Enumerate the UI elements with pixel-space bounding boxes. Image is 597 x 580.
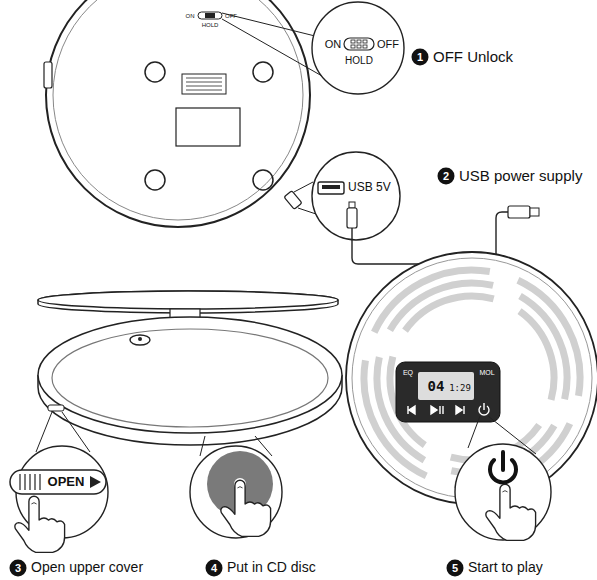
player-open xyxy=(38,291,342,445)
callout-number: 1 xyxy=(412,49,429,66)
battery-panel xyxy=(176,108,240,146)
hold-switch-knob xyxy=(205,13,215,18)
pointing-hand xyxy=(221,480,271,536)
usb-plug xyxy=(508,206,530,218)
zoom-disc xyxy=(190,436,282,538)
step-label: Put in CD disc xyxy=(227,560,316,575)
play-pause-button xyxy=(431,406,443,414)
open-slider xyxy=(10,470,106,494)
switch-label: ON xyxy=(186,13,195,20)
laser-label xyxy=(182,74,226,94)
pointing-hand xyxy=(486,484,536,540)
player-body xyxy=(46,0,310,227)
spindle-center xyxy=(138,337,142,341)
player-rim xyxy=(53,0,303,220)
rubber-foot xyxy=(253,170,273,190)
callout-number: 3 xyxy=(10,560,27,577)
slider-label: OPEN xyxy=(48,475,85,489)
zoom-open xyxy=(10,412,108,552)
player-bottom-view xyxy=(44,0,310,227)
zoom-circle xyxy=(455,444,551,540)
callout-number: 2 xyxy=(438,168,455,185)
zoom-power xyxy=(455,416,551,540)
leader-line xyxy=(222,19,322,76)
switch-label: OFF xyxy=(377,38,399,50)
panel-label: MOL xyxy=(479,369,494,377)
leader-line xyxy=(222,13,315,36)
laser-label-lines xyxy=(186,78,222,90)
rubber-foot xyxy=(145,62,165,82)
open-slider xyxy=(48,405,64,411)
rubber-foot xyxy=(253,62,273,82)
step-label: OFF Unlock xyxy=(433,49,513,66)
base-top xyxy=(38,317,342,433)
step-label: Open upper cover xyxy=(31,560,143,575)
zoom-hold-switch xyxy=(222,2,404,94)
switch-label: HOLD xyxy=(202,22,219,29)
switch-label: ON xyxy=(325,38,342,50)
usb-plug-tip xyxy=(349,202,355,208)
slide-arrow xyxy=(90,476,101,488)
switch-label: OFF xyxy=(225,13,237,20)
usb-port xyxy=(284,191,302,210)
spindle xyxy=(130,335,150,345)
slider-grip xyxy=(20,474,40,490)
zoom-circle xyxy=(190,446,282,538)
panel-label: EQ xyxy=(403,369,413,377)
hold-switch xyxy=(344,38,374,50)
pointing-hand xyxy=(15,496,65,552)
callout-number: 4 xyxy=(206,560,223,577)
next-button xyxy=(456,406,464,414)
usb-socket xyxy=(318,182,344,194)
control-buttons xyxy=(408,403,489,415)
upper-cover-top xyxy=(38,291,338,309)
usb-plug-tip xyxy=(530,208,539,216)
hold-switch xyxy=(198,12,222,19)
rubber-foot xyxy=(145,170,165,190)
display-digits: 04 xyxy=(428,379,445,394)
leader-line xyxy=(468,416,480,448)
power-symbol xyxy=(490,452,516,482)
prev-button xyxy=(408,406,415,414)
control-panel xyxy=(396,362,500,422)
disc-tray xyxy=(52,329,328,427)
switch-grip xyxy=(351,40,367,48)
switch-label: HOLD xyxy=(345,55,373,66)
leader-line xyxy=(294,182,313,192)
power-button xyxy=(479,403,489,415)
zoom-circle xyxy=(312,2,404,94)
lcd-screen xyxy=(418,372,474,400)
step-label: Start to play xyxy=(468,560,543,575)
side-button xyxy=(44,62,52,88)
step-label: USB power supply xyxy=(459,168,582,185)
zoom-circle xyxy=(312,152,400,240)
port-label: USB 5V xyxy=(348,181,391,194)
display-time: 1:29 xyxy=(449,384,471,394)
usb-plug xyxy=(347,208,357,228)
leader-line xyxy=(200,436,205,456)
callout-number: 5 xyxy=(447,560,464,577)
leader-line xyxy=(36,412,52,452)
usb-socket-tongue xyxy=(322,185,340,189)
